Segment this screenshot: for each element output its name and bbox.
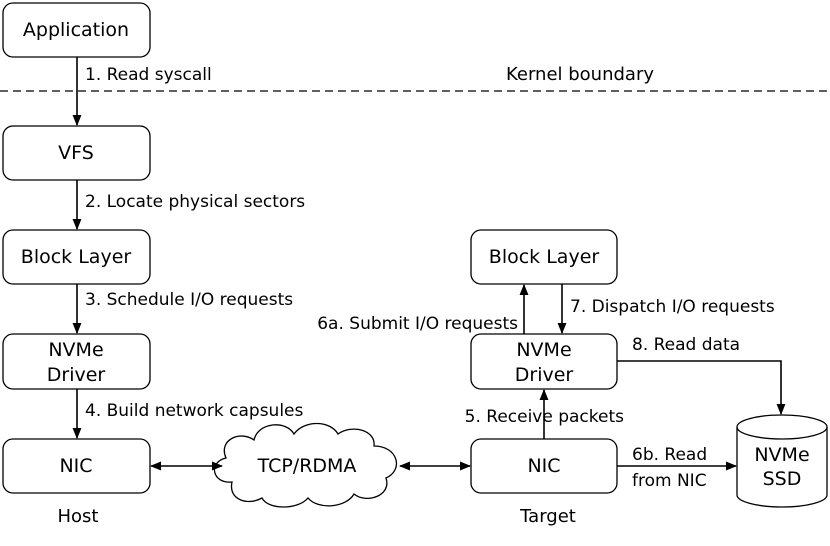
edge-8: [617, 360, 786, 416]
nvme-ssd-label-line1: NVMe: [754, 444, 809, 466]
kernel-boundary-label: Kernel boundary: [506, 64, 654, 85]
edge-8-label: 8. Read data: [632, 335, 740, 355]
target-nvme-driver-node: NVMe Driver: [470, 333, 618, 390]
target-nic-node: NIC: [470, 438, 618, 494]
host-block-layer-node: Block Layer: [2, 229, 151, 285]
target-nic-label: NIC: [527, 455, 560, 477]
target-nvme-driver-label-line2: Driver: [515, 364, 574, 386]
network-label: TCP/RDMA: [257, 455, 357, 477]
edge-6b-label-line1: 6b. Read: [632, 445, 707, 465]
target-block-layer-node: Block Layer: [470, 229, 618, 285]
host-application-node: Application: [2, 2, 151, 58]
edge-6b-label-line2: from NIC: [632, 471, 707, 491]
network-cloud: TCP/RDMA: [214, 422, 397, 508]
host-nvme-driver-label-line2: Driver: [47, 364, 106, 386]
edge-3-label: 3. Schedule I/O requests: [85, 290, 293, 310]
edge-1-label: 1. Read syscall: [85, 65, 212, 85]
nvme-ssd-label-line2: SSD: [763, 468, 802, 490]
edge-4-label: 4. Build network capsules: [85, 401, 304, 421]
host-vfs-node: VFS: [2, 125, 151, 181]
host-application-label: Application: [23, 19, 129, 41]
host-nvme-driver-node: NVMe Driver: [2, 333, 151, 390]
target-block-layer-label: Block Layer: [489, 246, 600, 268]
host-nvme-driver-label-line1: NVMe: [48, 339, 103, 361]
edge-6a-label: 6a. Submit I/O requests: [317, 314, 518, 334]
nvme-ssd-node: NVMe SSD: [736, 414, 828, 508]
target-caption: Target: [519, 506, 576, 527]
target-nvme-driver-label-line1: NVMe: [516, 339, 571, 361]
host-caption: Host: [58, 506, 99, 527]
host-vfs-label: VFS: [58, 142, 94, 164]
edge-7-label: 7. Dispatch I/O requests: [570, 297, 775, 317]
host-nic-label: NIC: [59, 455, 92, 477]
host-block-layer-label: Block Layer: [21, 246, 132, 268]
edge-5-label: 5. Receive packets: [465, 407, 625, 427]
host-nic-node: NIC: [2, 438, 151, 494]
edge-2-label: 2. Locate physical sectors: [85, 192, 305, 212]
